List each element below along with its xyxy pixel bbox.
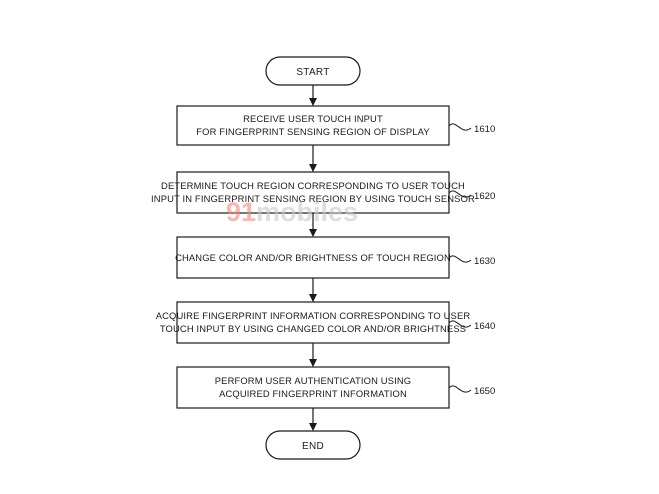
step-1620-line-1: DETERMINE TOUCH REGION CORRESPONDING TO … [161, 180, 465, 191]
svg-text:91mobiles: 91mobiles [226, 197, 358, 227]
step-1640-line-1: ACQUIRE FINGERPRINT INFORMATION CORRESPO… [156, 310, 471, 321]
leader-line-1650 [448, 385, 472, 393]
step-1630-line-1: CHANGE COLOR AND/OR BRIGHTNESS OF TOUCH … [175, 252, 451, 263]
leader-line-1620 [448, 190, 472, 198]
end-terminal: END [265, 430, 361, 460]
step-1640-line-2: TOUCH INPUT BY USING CHANGED COLOR AND/O… [160, 323, 466, 334]
step-1610-line-1: RECEIVE USER TOUCH INPUT [243, 113, 383, 124]
watermark-suffix: mobiles [256, 197, 358, 227]
process-step-1650: PERFORM USER AUTHENTICATION USING ACQUIR… [176, 366, 495, 409]
leader-line-1610 [448, 123, 472, 131]
leader-line-1630 [448, 255, 472, 263]
process-step-1620: DETERMINE TOUCH REGION CORRESPONDING TO … [151, 171, 495, 214]
ref-1650: 1650 [474, 386, 495, 397]
process-step-1630: CHANGE COLOR AND/OR BRIGHTNESS OF TOUCH … [175, 236, 495, 279]
step-1650-line-2: ACQUIRED FINGERPRINT INFORMATION [219, 388, 407, 399]
start-terminal: START [265, 56, 361, 86]
leader-line-1640 [448, 320, 472, 328]
end-label: END [302, 441, 324, 452]
process-step-1610: RECEIVE USER TOUCH INPUT FOR FINGERPRINT… [176, 105, 495, 146]
start-label: START [296, 67, 329, 78]
step-1610-line-2: FOR FINGERPRINT SENSING REGION OF DISPLA… [196, 126, 430, 137]
step-1620-line-2: INPUT IN FINGERPRINT SENSING REGION BY U… [151, 193, 475, 204]
step-1650-line-1: PERFORM USER AUTHENTICATION USING [215, 375, 411, 386]
ref-1630: 1630 [474, 256, 495, 267]
watermark-logo: 91mobiles [226, 197, 358, 227]
watermark-prefix: 91 [226, 197, 256, 227]
ref-1610: 1610 [474, 124, 495, 135]
ref-1620: 1620 [474, 191, 495, 202]
process-step-1640: ACQUIRE FINGERPRINT INFORMATION CORRESPO… [156, 301, 495, 344]
ref-1640: 1640 [474, 321, 495, 332]
